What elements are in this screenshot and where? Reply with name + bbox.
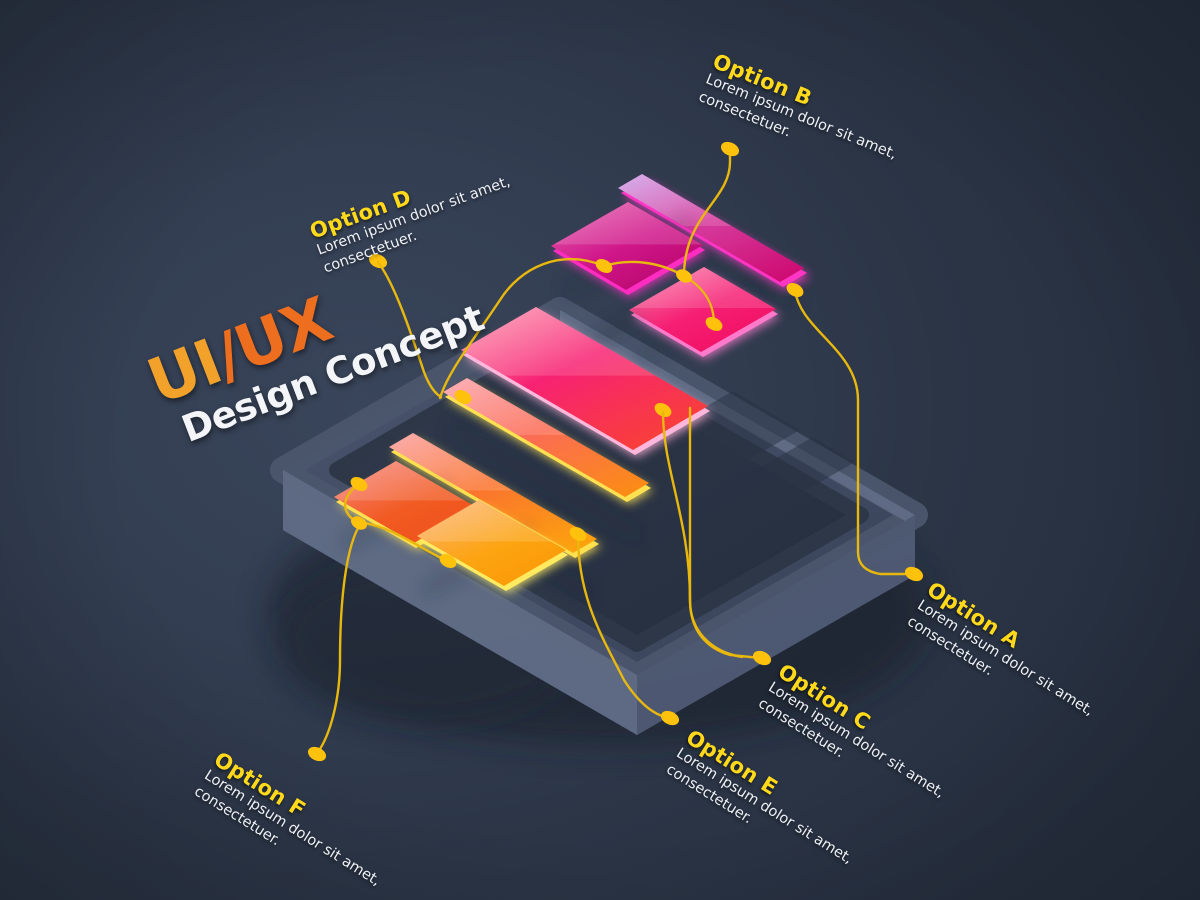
node-pink-tile [705, 316, 723, 332]
node-pink-wide [654, 402, 672, 418]
card-amber-tile[interactable] [417, 500, 570, 595]
connector-line-b [682, 148, 732, 278]
connector-line-d-tail [376, 260, 443, 399]
card-pink-tile[interactable] [629, 267, 780, 361]
connector-line-a [793, 288, 914, 576]
card-pink-wide[interactable] [461, 307, 712, 457]
connector-line-f [316, 521, 363, 754]
node-junction-top [676, 269, 692, 283]
connector-line-c-tail [661, 410, 744, 659]
node-label-b [720, 141, 740, 157]
card-purple-bar[interactable] [618, 174, 810, 305]
node-label-c [752, 650, 772, 666]
connector-line-d [438, 258, 606, 400]
card-salmon-bar[interactable] [443, 378, 653, 540]
node-coral-bar [569, 526, 587, 542]
node-salmon-bar [454, 389, 472, 405]
connector-line-e [576, 532, 672, 720]
node-orange-tile [350, 476, 368, 492]
connector-nodes [307, 141, 924, 762]
node-amber-tile [439, 553, 457, 569]
node-purple-bar [786, 282, 804, 298]
node-label-a [904, 566, 924, 582]
node-magenta-tile [595, 258, 613, 274]
node-label-f [307, 746, 327, 762]
card-magenta-tile[interactable] [551, 202, 707, 297]
node-label-e [660, 710, 680, 726]
connector-branch-e [361, 521, 447, 562]
node-junction-bottom [351, 516, 367, 530]
